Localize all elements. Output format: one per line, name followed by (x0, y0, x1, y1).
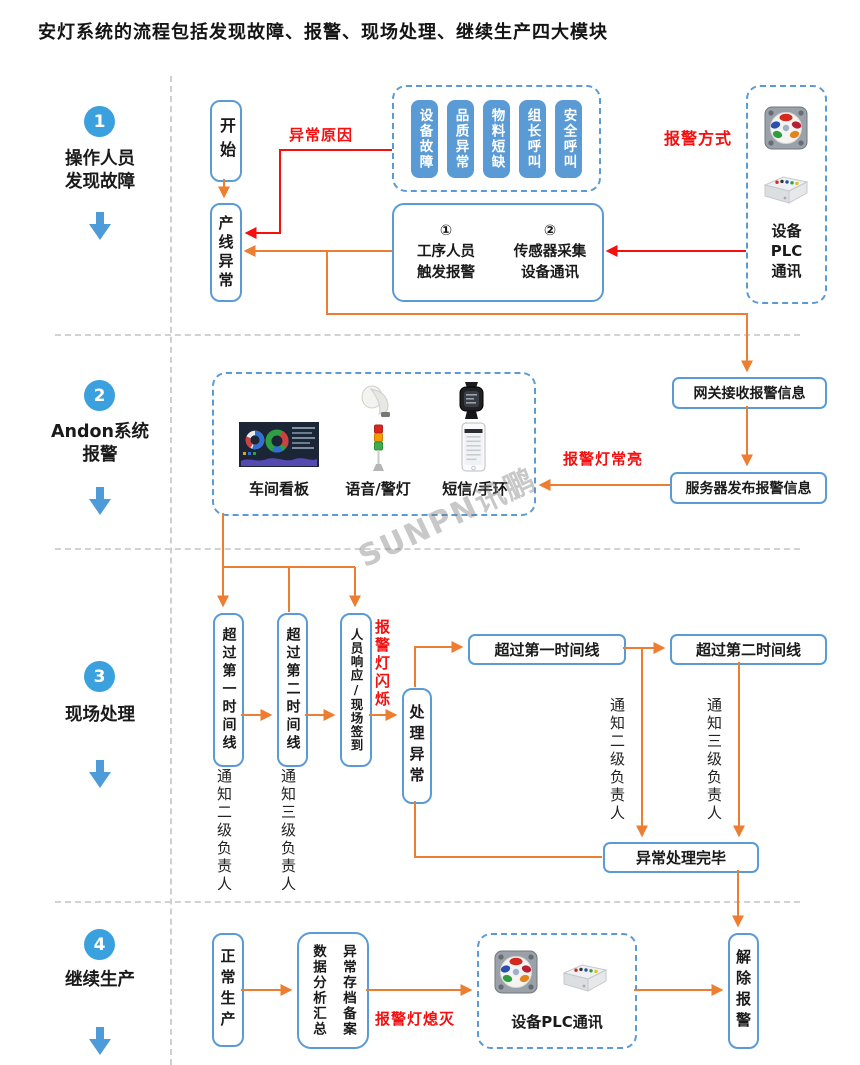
trigger-manual-label: ① 工序人员 触发报警 (417, 223, 475, 281)
line-cause-to-abnormal (244, 149, 392, 239)
step-4-label: 继续生产 (65, 970, 135, 990)
step-1-down-arrow-icon (89, 212, 111, 240)
alarm-type-leader-call: 组长呼叫 (519, 99, 546, 178)
page-title: 安灯系统的流程包括发现故障、报警、现场处理、继续生产四大模块 (38, 22, 608, 43)
alarm-type-label: 设备故障 (416, 107, 433, 170)
arrow-handle-to-over1h (414, 641, 464, 687)
section-separator-2 (55, 548, 800, 550)
plc-terminal-image (763, 176, 809, 204)
section-separator-3 (55, 901, 800, 903)
gateway-node: 网关接收报警信息 (672, 377, 827, 409)
plc-terminal-image (562, 964, 608, 992)
line-abnormal-label: 产线异常 (216, 214, 235, 291)
alarm-type-label: 安全呼叫 (560, 107, 577, 170)
alarm-types-group: 设备故障 品质异常 物料短缺 组长呼叫 安全呼叫 (392, 85, 601, 192)
voice-light-label: 语音/警灯 (345, 480, 411, 498)
alarm-method-label: 报警方式 (664, 129, 733, 148)
plc-device-group-bottom: 设备PLC通讯 (477, 933, 637, 1049)
alarm-type-label: 物料短缺 (488, 107, 505, 170)
andon-button-image (764, 106, 808, 150)
light-flash-label: 报警灯闪烁 (373, 619, 391, 709)
cancel-alarm-node: 解除报警 (728, 933, 759, 1049)
kanban-label: 车间看板 (248, 480, 309, 498)
over-second-timeline-node-2: 超过第二时间线 (670, 634, 827, 665)
respond-signin-label: 人员响应/现场签到 (348, 628, 364, 752)
alarm-type-safety-call: 安全呼叫 (555, 99, 582, 178)
cancel-alarm-label: 解除报警 (734, 949, 752, 1033)
step-1-label: 操作人员 发现故障 (65, 149, 135, 192)
step-2-down-arrow-icon (89, 487, 111, 515)
step-2-label: Andon系统 报警 (50, 422, 149, 465)
light-on-label: 报警灯常亮 (563, 450, 644, 468)
server-node: 服务器发布报警信息 (670, 472, 827, 504)
start-node: 开始 (210, 100, 242, 182)
archive-analysis-node: 异常存档备案 数据分析汇总 (297, 932, 369, 1049)
line-abnormal-node: 产线异常 (210, 203, 242, 302)
light-off-label: 报警灯熄灭 (375, 1010, 456, 1028)
alarm-type-quality: 品质异常 (447, 99, 474, 178)
plc-device-group-top: 设备 PLC 通讯 (746, 85, 827, 304)
alarm-type-label: 品质异常 (452, 107, 469, 170)
step-3-badge: 3 (84, 661, 115, 692)
handle-abnormal-node: 处理异常 (402, 688, 432, 804)
normal-production-label: 正常生产 (218, 948, 237, 1032)
over-first-timeline-label: 超过第一时间线 (220, 627, 237, 753)
alarm-type-material: 物料短缺 (483, 99, 510, 178)
handling-done-node: 异常处理完毕 (603, 842, 759, 873)
normal-production-node: 正常生产 (212, 933, 244, 1047)
notify-level3-left-label: 通知三级负责人 (279, 768, 297, 894)
notify-level2-right-label: 通知二级负责人 (608, 697, 626, 823)
speaker-image (361, 385, 390, 417)
over-first-timeline-node: 超过第一时间线 (213, 613, 244, 767)
kanban-screen-image (239, 422, 319, 467)
step-2-badge: 2 (84, 380, 115, 411)
start-node-label: 开始 (217, 117, 236, 165)
over-second-timeline-node: 超过第二时间线 (277, 613, 308, 767)
trigger-sensor-label: ② 传感器采集 设备通讯 (513, 223, 587, 281)
respond-signin-node: 人员响应/现场签到 (340, 613, 372, 767)
over-first-timeline-node-2: 超过第一时间线 (468, 634, 626, 665)
archive-analysis-label: 异常存档备案 数据分析汇总 (310, 944, 356, 1037)
step-3-down-arrow-icon (89, 760, 111, 788)
rail-divider-line (170, 76, 172, 1065)
handle-abnormal-label: 处理异常 (407, 704, 426, 788)
abnormal-cause-label: 异常原因 (289, 126, 354, 144)
sms-band-label: 短信/手环 (442, 480, 508, 498)
tower-light-image (373, 424, 384, 471)
trigger-node: ① 工序人员 触发报警 ② 传感器采集 设备通讯 (392, 203, 604, 302)
alarm-output-group: 车间看板 语音/警灯 (212, 372, 536, 516)
plc-bottom-label: 设备PLC通讯 (511, 1013, 603, 1031)
line-handle-to-done (414, 801, 602, 858)
alarm-type-label: 组长呼叫 (524, 107, 541, 170)
step-4-down-arrow-icon (89, 1027, 111, 1055)
step-4-badge: 4 (84, 929, 115, 960)
phone-image (461, 422, 486, 472)
line-outputs-split (222, 513, 355, 568)
section-separator-1 (55, 334, 800, 336)
notify-level3-right-label: 通知三级负责人 (705, 697, 723, 823)
smart-watch-image (459, 382, 484, 419)
alarm-type-equipment: 设备故障 (411, 99, 438, 178)
step-3-label: 现场处理 (65, 705, 135, 725)
andon-button-image (494, 950, 538, 994)
step-1-badge: 1 (84, 106, 115, 137)
plc-top-label: 设备 PLC 通讯 (770, 222, 803, 280)
over-second-timeline-label: 超过第二时间线 (284, 627, 301, 753)
notify-level2-left-label: 通知二级负责人 (215, 768, 233, 894)
